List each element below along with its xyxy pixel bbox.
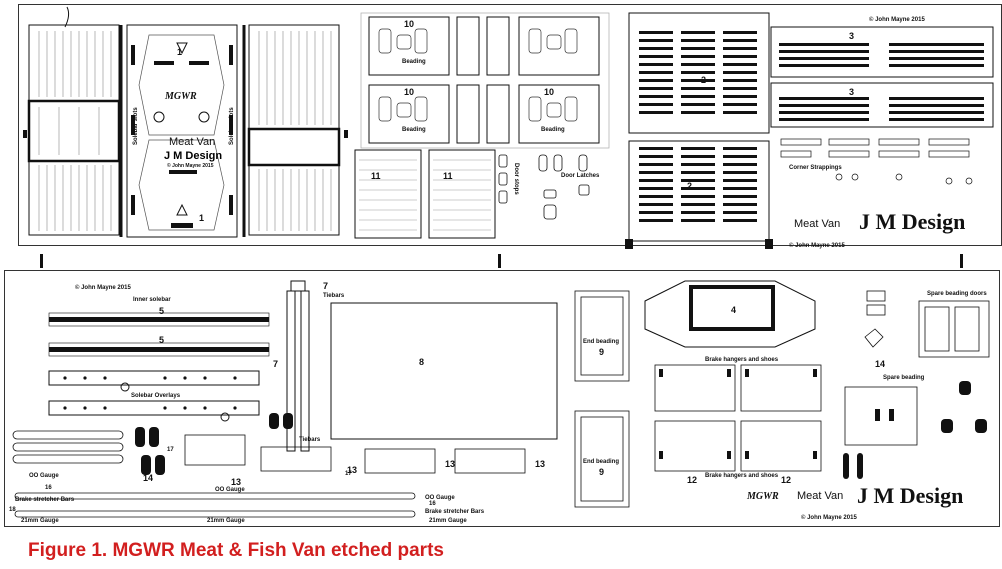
roof-panel (330, 302, 558, 440)
part-12-label-b: 12 (781, 475, 791, 485)
brake-stretcher-label-b: Brake stretcher Bars (425, 509, 485, 515)
door-panels: 11 11 (354, 149, 496, 239)
tiebars-label-bottom: Tiebars (299, 437, 321, 443)
part-17-label-b: 17 (345, 471, 352, 477)
part-5-label-a: 5 (159, 306, 164, 316)
figure-caption: Figure 1. MGWR Meat & Fish Van etched pa… (28, 540, 444, 561)
part-1-bottom-label: 1 (199, 213, 204, 223)
part-2-label-b: 2 (687, 181, 692, 191)
part-16-label-b: 16 (429, 501, 436, 507)
part-4-label: 4 (731, 305, 736, 315)
copyright-top-right: © John Mayne 2015 (869, 16, 925, 23)
meat-van-label-top: Meat Van (169, 136, 215, 148)
end-beading-label-a: End beading (583, 339, 619, 345)
jm-design-brand-bottom: J M Design (857, 483, 963, 508)
oo-gauge-label-a: OO Gauge (29, 473, 59, 479)
part-10-label-c: 10 (544, 87, 554, 97)
mm21-gauge-label-c: 21mm Gauge (429, 518, 467, 524)
top-sheet-drawing: 1 MGWR Meat Van J M Design © John Mayne … (23, 6, 994, 249)
inner-solebars: Inner solebar 5 5 (48, 297, 270, 357)
floor-panels: 2 2 (625, 12, 773, 249)
solebar-overlays: Solebar Overlays (48, 370, 260, 422)
part-17-label-a: 17 (167, 447, 174, 453)
side-panel-right (247, 24, 341, 236)
part-16-label-a: 16 (45, 485, 52, 491)
corner-strappings (780, 138, 973, 185)
part-13-label-a: 13 (231, 477, 241, 487)
door-fittings (498, 154, 590, 220)
part-9-label-a: 9 (599, 347, 604, 357)
underframe: 4 (644, 280, 816, 348)
lower-small-parts (12, 430, 526, 518)
beading-panels: 10 10 10 Beading Beading Beading (360, 12, 610, 149)
body-center: 1 MGWR Meat Van J M Design © John Mayne … (126, 24, 238, 238)
mm21-gauge-label-a: 21mm Gauge (21, 518, 59, 524)
beading-label-b: Beading (402, 127, 426, 133)
part-3-label-b: 3 (849, 87, 854, 97)
part-3-label-a: 3 (849, 31, 854, 41)
side-panel-left (27, 24, 121, 236)
door-latches-label: Door Latches (561, 173, 600, 179)
jm-design-label-small: J M Design (164, 150, 222, 162)
part-7-label-b: 7 (323, 281, 328, 291)
oo-gauge-label-c: OO Gauge (425, 495, 455, 501)
bottom-etch-sheet: © John Mayne 2015 Inner solebar 5 5 Sole… (4, 270, 1000, 527)
part-2-label-a: 2 (701, 75, 706, 85)
door-stops-label: Door stops (513, 163, 519, 195)
part-14-label-right: 14 (875, 359, 885, 369)
brake-hangers-label-bottom: Brake hangers and shoes (705, 473, 779, 479)
copyright-bottom-bottom: © John Mayne 2015 (801, 514, 857, 521)
part-18-label: 18 (9, 507, 16, 513)
small-fittings (864, 290, 886, 348)
mgwr-logo-bottom: MGWR (746, 491, 779, 502)
jm-design-brand-top: J M Design (859, 209, 965, 234)
sprue-line (64, 6, 70, 28)
spare-beading-label: Spare beading (883, 375, 925, 381)
part-14-label-left: 14 (143, 473, 153, 483)
oo-gauge-label-b: OO Gauge (215, 487, 245, 493)
part-1-top-label: 1 (177, 47, 182, 57)
beading-label-c: Beading (541, 127, 565, 133)
mm21-gauge-label-b: 21mm Gauge (207, 518, 245, 524)
part-11-label-a: 11 (371, 171, 381, 181)
part-7-label-a: 7 (273, 359, 278, 369)
brake-hangers (654, 364, 822, 472)
brake-hangers-label-top: Brake hangers and shoes (705, 357, 779, 363)
top-etch-sheet: 1 MGWR Meat Van J M Design © John Mayne … (18, 4, 1002, 249)
beading-label-a: Beading (402, 59, 426, 65)
part-13-label-d: 13 (535, 459, 545, 469)
end-beading (574, 290, 630, 508)
tiebars: 7 7 Tiebars Tiebars (273, 280, 345, 452)
spare-beading-doors-label: Spare beading doors (927, 291, 987, 297)
inner-solebar-label: Inner solebar (133, 297, 171, 303)
part-11-label-b: 11 (443, 171, 453, 181)
meat-van-label-right: Meat Van (794, 218, 840, 230)
solebar-slots-left: Solebar slots (133, 107, 139, 145)
spare-beading-doors (918, 300, 990, 358)
copyright-bottom-top: © John Mayne 2015 (75, 284, 131, 291)
end-panels: 3 3 (770, 26, 994, 128)
fret-connectors (40, 254, 963, 268)
spare-beading-frame (844, 386, 918, 446)
mgwr-logo-top: MGWR (164, 91, 197, 102)
brake-stretcher-label-a: Brake stretcher Bars (15, 497, 75, 503)
solebar-overlays-label: Solebar Overlays (131, 393, 181, 399)
end-beading-label-b: End beading (583, 459, 619, 465)
part-10-label-b: 10 (404, 87, 414, 97)
bottom-sheet-drawing: © John Mayne 2015 Inner solebar 5 5 Sole… (9, 280, 990, 524)
part-9-label-b: 9 (599, 467, 604, 477)
corner-strappings-label: Corner Strappings (789, 165, 842, 171)
part-12-label-a: 12 (687, 475, 697, 485)
part-5-label-b: 5 (159, 335, 164, 345)
solebar-slots-right: Solebar slots (229, 107, 235, 145)
part-13-label-c: 13 (445, 459, 455, 469)
part-8-label: 8 (419, 357, 424, 367)
meat-van-label-bottom: Meat Van (797, 490, 843, 502)
tiebars-label-top: Tiebars (323, 293, 345, 299)
part-13-label-b: 13 (347, 465, 357, 475)
part-10-label-a: 10 (404, 19, 414, 29)
copyright-small: © John Mayne 2015 (167, 162, 214, 169)
copyright-bottom-right: © John Mayne 2015 (789, 242, 845, 249)
